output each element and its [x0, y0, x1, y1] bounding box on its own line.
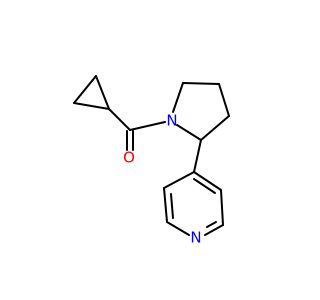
pyrrolidine-bond-1	[172, 82, 184, 113]
cyclopropyl-carbonyl-bond	[108, 108, 131, 131]
oxygen-atom-label: O	[123, 149, 135, 167]
pyridine-nitrogen-label: N	[190, 229, 201, 247]
ring-link-bond	[193, 139, 202, 173]
pyridine-inner-bond-2	[206, 221, 217, 228]
cyclopropyl-bond-2	[73, 102, 110, 110]
pyridine-bond-6	[163, 171, 195, 189]
pyrrolidine-nitrogen-label: N	[166, 112, 177, 130]
pyridine-bond-5	[163, 187, 168, 223]
pyrrolidine-bond-5	[176, 124, 202, 141]
pyridine-inner-bond-3	[170, 193, 174, 219]
carbonyl-nitrogen-bond	[129, 121, 166, 131]
pyrrolidine-bond-3	[218, 83, 230, 117]
pyrrolidine-bond-4	[200, 115, 230, 141]
pyridine-bond-3	[204, 224, 224, 236]
pyrrolidine-bond-2	[182, 82, 220, 85]
cyclopropyl-bond-1	[73, 75, 97, 104]
cyclopropyl-bond-3	[95, 75, 110, 110]
pyridine-bond-1	[193, 171, 222, 191]
molecule-structure: O N N	[73, 75, 230, 247]
pyridine-bond-4	[166, 221, 190, 236]
pyridine-inner-bond-1	[193, 178, 216, 194]
pyridine-bond-2	[220, 189, 224, 226]
molecule-diagram: O N N	[73, 75, 230, 247]
